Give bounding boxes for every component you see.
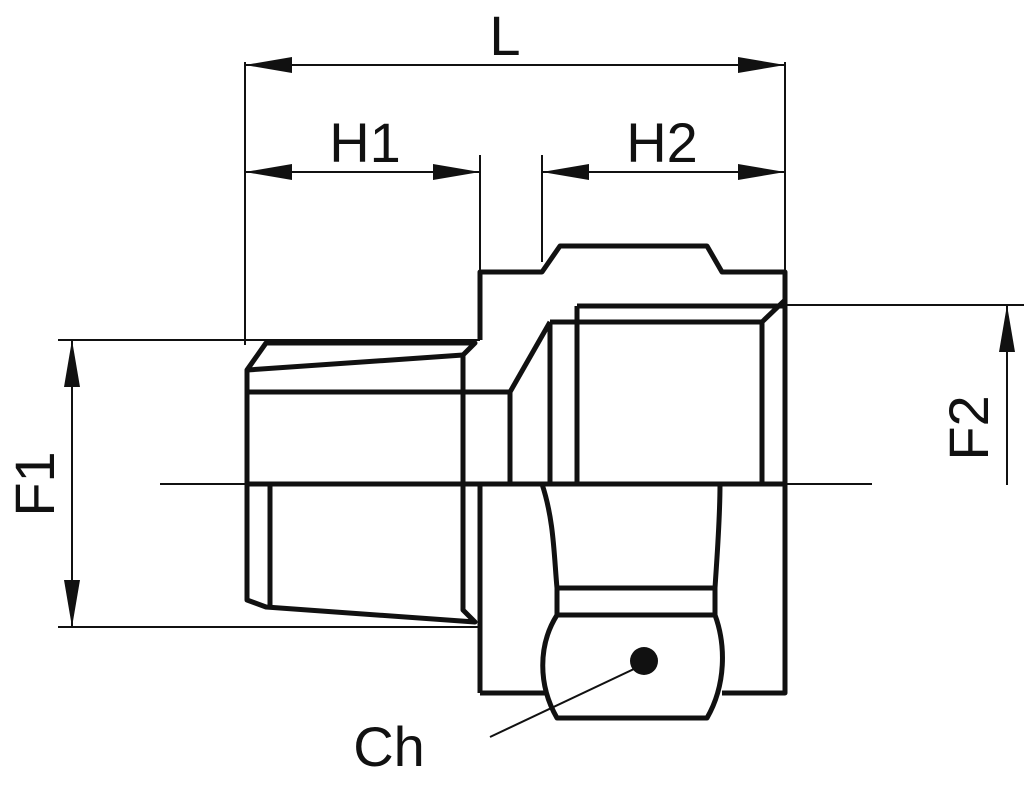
dimension-Ch: Ch (353, 667, 637, 778)
label-H1: H1 (329, 111, 401, 174)
dimension-F2: F2 (937, 305, 1015, 485)
dimension-L: L (245, 4, 785, 73)
label-Ch: Ch (353, 715, 425, 778)
label-H2: H2 (626, 111, 698, 174)
dimension-H1: H1 (245, 111, 480, 180)
hex-reference-dot (630, 647, 658, 675)
label-F2: F2 (937, 395, 1000, 460)
dimension-H2: H2 (542, 111, 785, 180)
label-L: L (489, 4, 520, 67)
fitting-body (477, 243, 788, 696)
female-bore-section (547, 298, 787, 484)
hex-nut (539, 483, 725, 721)
dimension-F1: F1 (3, 340, 80, 627)
extension-lines (58, 62, 1024, 628)
label-F1: F1 (3, 451, 66, 516)
